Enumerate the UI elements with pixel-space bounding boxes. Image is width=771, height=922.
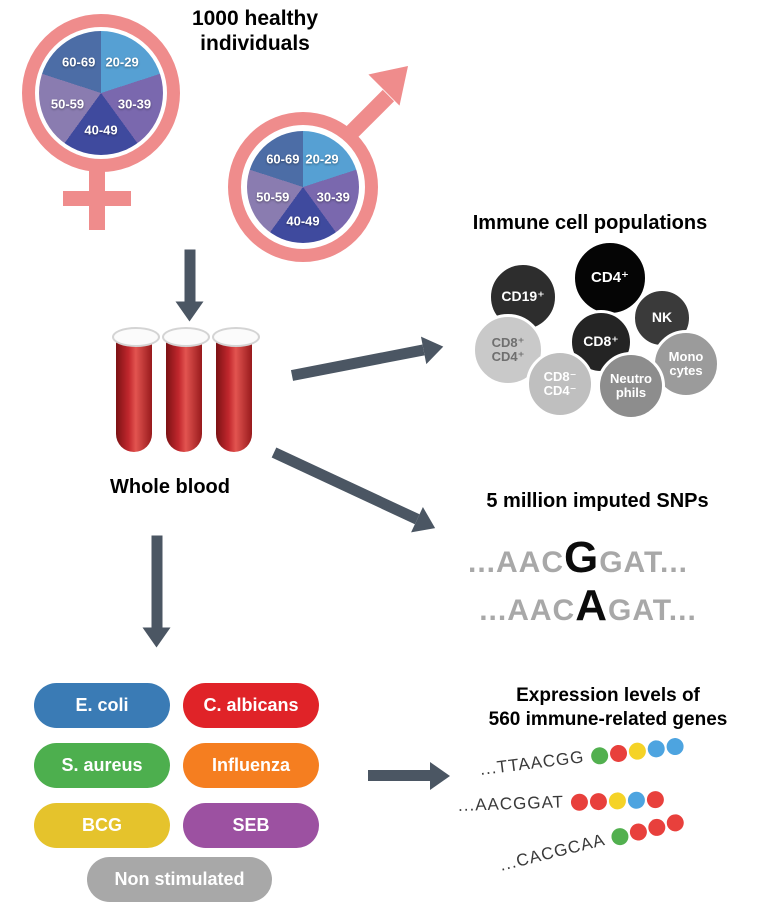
expression-sequence: ...AACGGAT <box>457 792 565 815</box>
cell-label: Mono cytes <box>668 348 704 378</box>
cohort-title-line2: individuals <box>200 32 310 56</box>
cell-label: CD19⁺ <box>501 288 545 305</box>
age-segment-label: 30-39 <box>316 189 350 205</box>
cell-circle-nk: NK <box>632 288 692 348</box>
cell-label: CD8⁺ CD4⁺ <box>491 334 525 364</box>
expression-dot <box>646 790 665 808</box>
cell-label: NK <box>651 309 673 326</box>
expression-sequence: ...CACGCAA <box>497 830 608 875</box>
expression-title-line2: 560 immune-related genes <box>488 708 728 730</box>
expression-dot <box>590 745 610 765</box>
stimulus-label: Influenza <box>211 755 290 775</box>
age-segment-label: 40-49 <box>84 122 118 138</box>
age-segment-label: 20-29 <box>105 54 139 70</box>
expression-dot <box>665 811 686 833</box>
age-segment-label: 60-69 <box>266 151 300 167</box>
cell-label: CD8⁻ CD4⁻ <box>543 368 577 398</box>
cell-circle-cd8neg-cd4neg: CD8⁻ CD4⁻ <box>526 350 594 418</box>
snp-sequence-1: ...AACGGAT... <box>408 533 748 582</box>
snp-seq-prefix: ...AAC <box>479 594 576 627</box>
snp-variant-allele: A <box>575 581 608 630</box>
cell-circle-neutrophils: Neutro phils <box>597 352 665 420</box>
female-symbol-icon: 20-29 30-39 40-49 50-59 60-69 <box>22 14 180 172</box>
cell-label: Neutro phils <box>610 370 652 400</box>
expression-dot <box>589 792 608 810</box>
expression-dot <box>609 825 631 847</box>
expression-row-2: ...AACGGAT <box>458 789 665 816</box>
stimulus-pill-seb: SEB <box>183 803 319 848</box>
female-cross-horizontal <box>63 191 131 206</box>
cell-circle-cd4: CD4⁺ <box>572 240 648 316</box>
male-symbol-icon: 20-29 30-39 40-49 50-59 60-69 <box>228 112 378 262</box>
stimulus-pill-calbicans: C. albicans <box>183 683 319 728</box>
whole-blood-label: Whole blood <box>110 476 230 498</box>
snp-seq-suffix: GAT... <box>599 546 688 579</box>
snp-sequence-2: ...AACAGAT... <box>418 581 758 630</box>
cell-label: CD4⁺ <box>591 268 629 286</box>
stimulus-label: SEB <box>232 815 270 835</box>
cohort-title: 1000 healthy individuals <box>155 6 355 56</box>
age-pie-female: 20-29 30-39 40-49 50-59 60-69 <box>39 31 163 155</box>
expression-row-3: ...CACGCAA <box>498 811 686 876</box>
expression-dot <box>665 736 685 756</box>
age-segment-label: 50-59 <box>50 96 85 112</box>
expression-dot <box>646 738 666 758</box>
snp-variant-allele: G <box>563 533 600 582</box>
stimulus-label: E. coli <box>75 695 129 715</box>
stimulus-label: BCG <box>82 815 122 835</box>
age-segment-label: 30-39 <box>117 96 152 112</box>
arrow-blood-to-snps <box>271 447 420 525</box>
arrow-blood-to-stimuli <box>151 535 163 628</box>
blood-tube-3 <box>212 327 260 452</box>
stimulus-pill-bcg: BCG <box>34 803 170 848</box>
arrow-stimuli-to-expression <box>368 770 430 781</box>
stimulus-label: Non stimulated <box>114 869 245 889</box>
arrow-cohort-to-blood <box>184 249 196 302</box>
arrow-blood-to-cells <box>290 344 425 381</box>
stimulus-pill-ecoli: E. coli <box>34 683 170 728</box>
expression-dot <box>570 792 589 811</box>
age-segment-label: 50-59 <box>256 189 290 205</box>
age-segment-label: 20-29 <box>305 151 339 167</box>
cohort-title-line1: 1000 healthy <box>191 7 319 30</box>
stimulus-label: S. aureus <box>61 755 143 775</box>
expression-title-line1: Expression levels of <box>516 685 700 706</box>
blood-tube-2 <box>162 327 210 452</box>
immune-populations-title: Immune cell populations <box>472 212 708 234</box>
blood-tube-1 <box>112 327 160 452</box>
snp-seq-prefix: ...AAC <box>467 546 564 579</box>
age-segment-label: 40-49 <box>286 213 320 229</box>
expression-title: Expression levels of 560 immune-related … <box>452 684 764 732</box>
expression-sequence: ...TTAACGG <box>478 747 586 779</box>
snp-seq-suffix: GAT... <box>608 594 697 627</box>
expression-row-1: ...TTAACGG <box>479 735 685 780</box>
stimulus-pill-nonstimulated: Non stimulated <box>87 857 272 902</box>
snps-title: 5 million imputed SNPs <box>486 490 709 512</box>
stimulus-pill-saureus: S. aureus <box>34 743 170 788</box>
expression-dot <box>609 743 629 763</box>
cell-label: CD8⁺ <box>583 333 619 350</box>
expression-dot <box>646 816 668 838</box>
expression-dot <box>627 741 647 761</box>
age-pie-male: 20-29 30-39 40-49 50-59 60-69 <box>247 131 359 243</box>
expression-dot <box>608 791 627 810</box>
expression-dot <box>627 790 646 809</box>
stimulus-pill-influenza: Influenza <box>183 743 319 788</box>
stimulus-label: C. albicans <box>203 695 299 715</box>
age-segment-label: 60-69 <box>62 54 96 70</box>
expression-dot <box>628 821 649 842</box>
cell-circle-cd8pos-cd4pos: CD8⁺ CD4⁺ <box>472 314 544 386</box>
